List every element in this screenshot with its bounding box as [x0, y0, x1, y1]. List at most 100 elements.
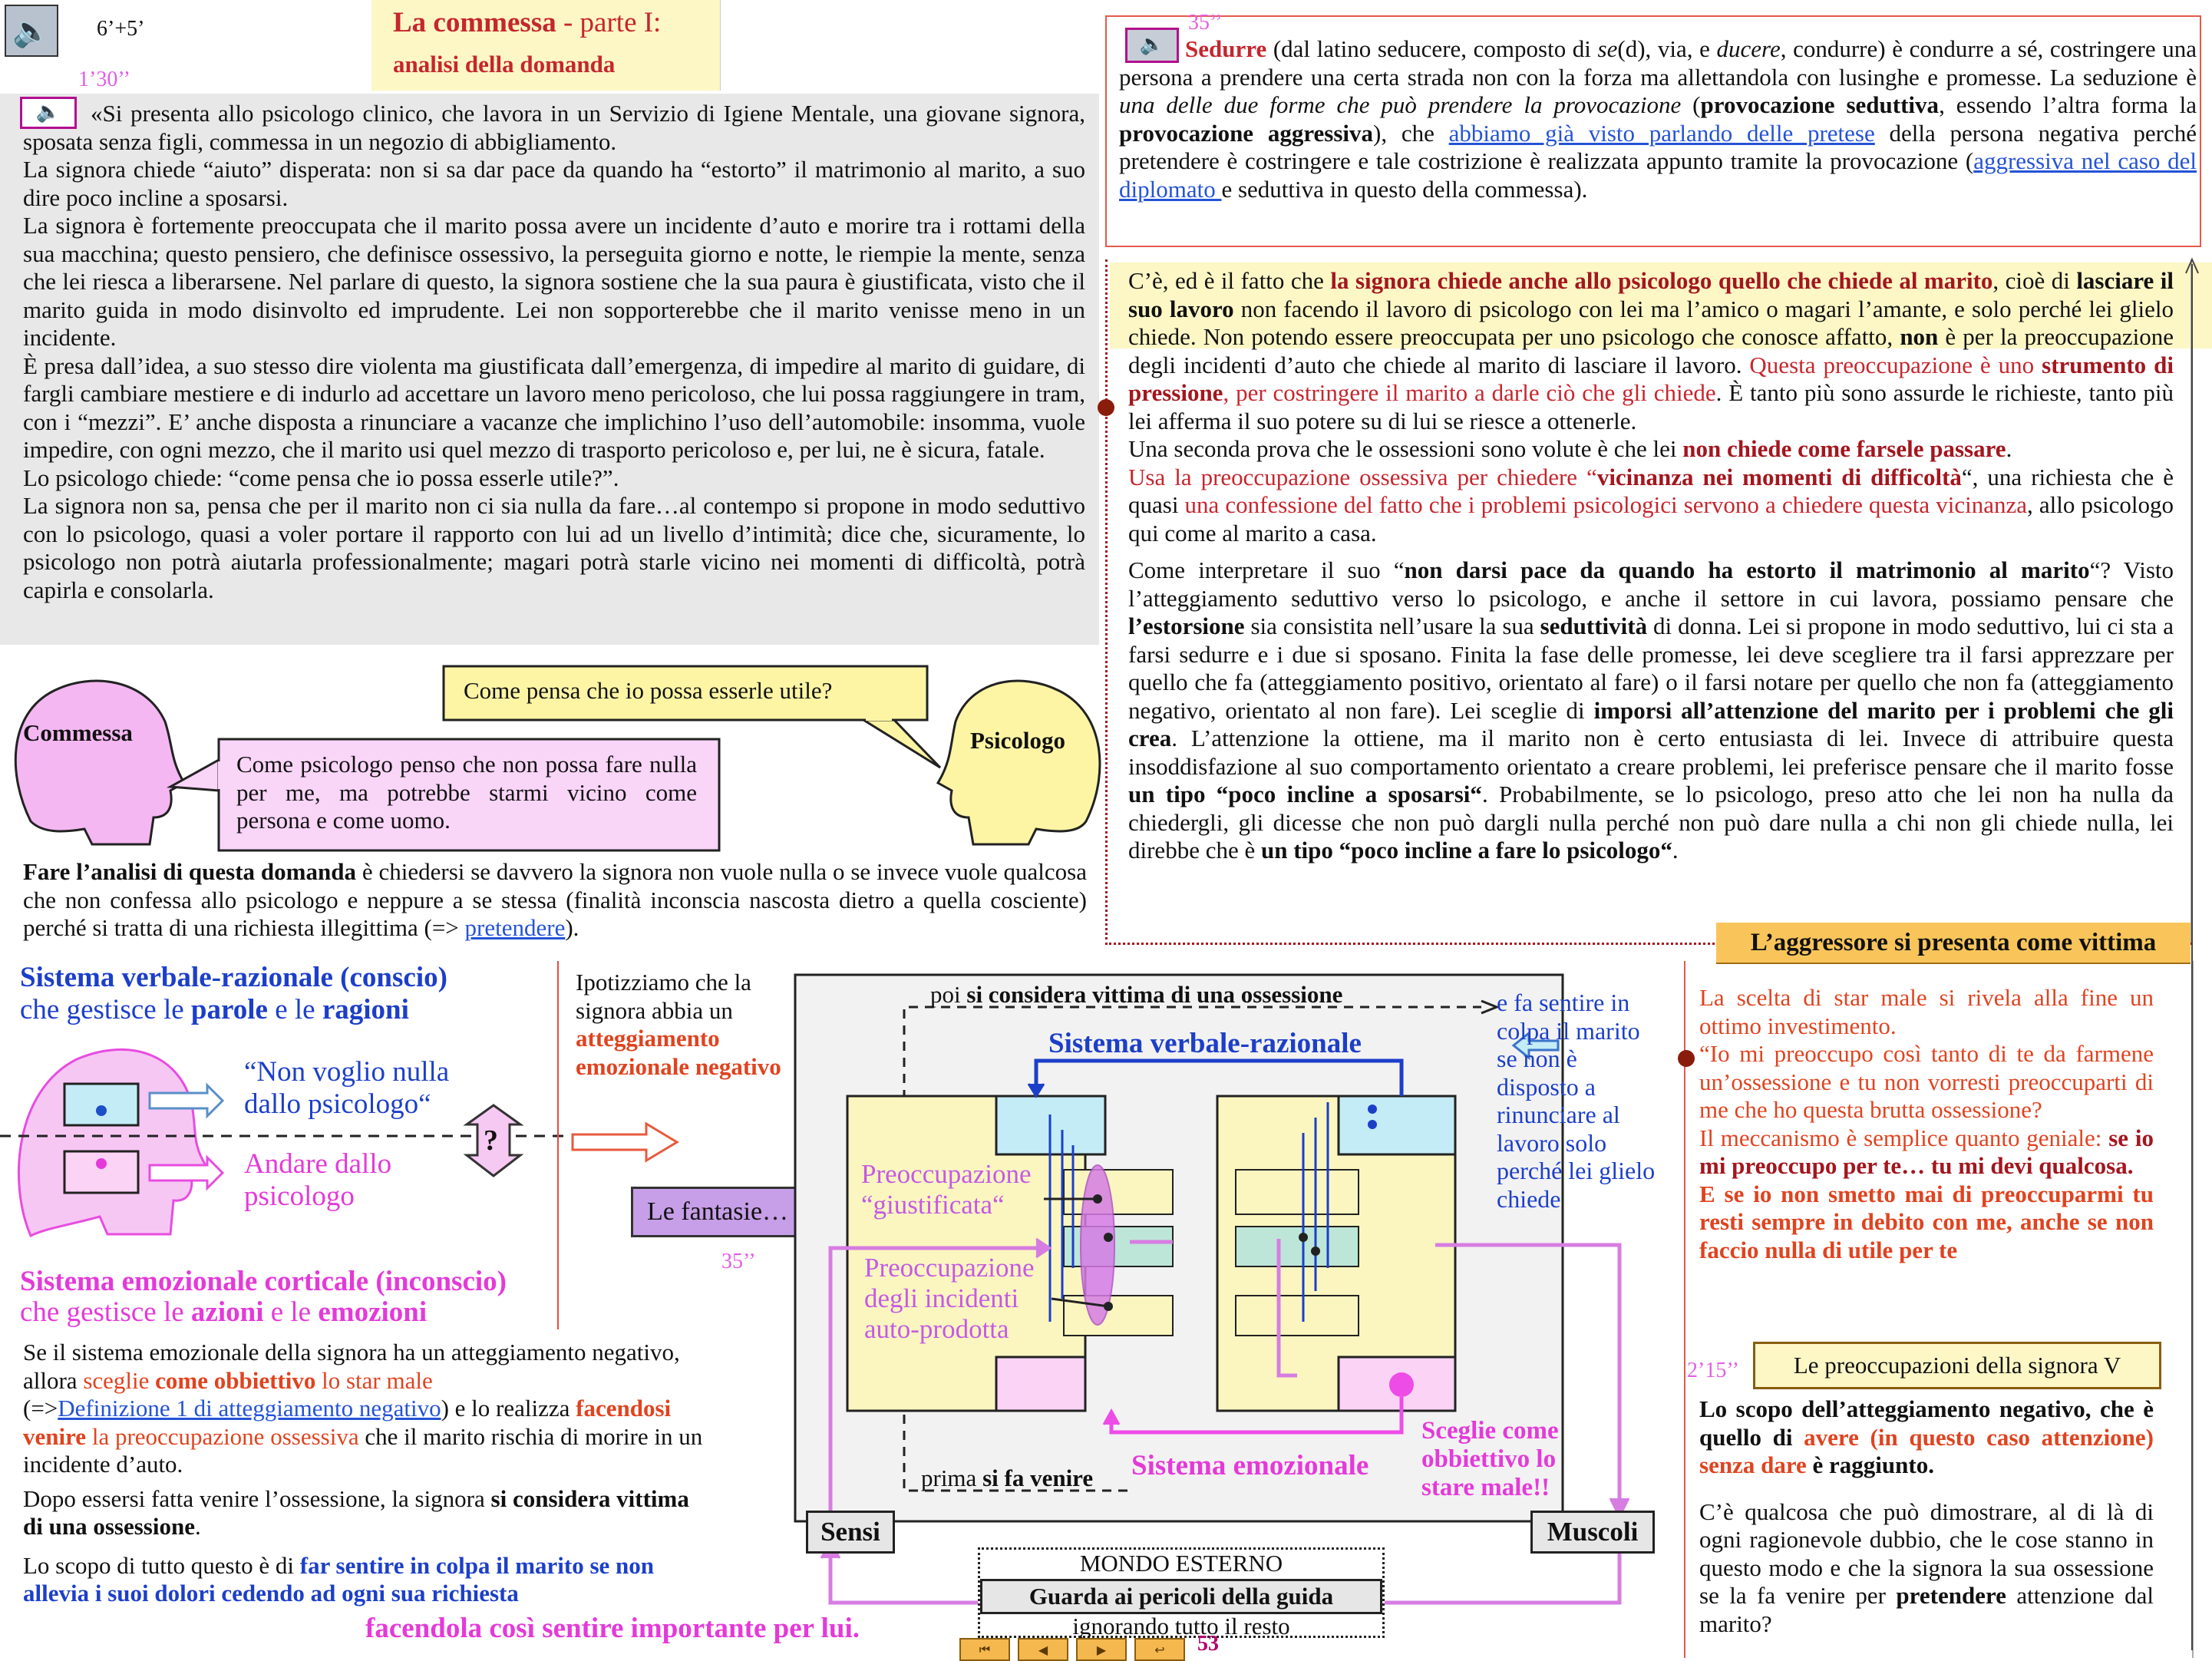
bottom-label-1: prima: [921, 1465, 983, 1491]
sed-se: se: [1597, 35, 1618, 62]
ra-p1-bred: strumento di pressione: [1128, 351, 2174, 407]
sed-t3: , condurre) è condurre a sé, costringere…: [1119, 35, 2197, 91]
analysis-lead: Fare l’analisi di questa domanda: [23, 858, 356, 885]
case-p6: La signora non sa, pensa che per il mari…: [23, 492, 1085, 603]
sed-b1: provocazione seduttiva: [1700, 91, 1940, 118]
ra-p4-b: non darsi pace da quando ha estorto il m…: [1404, 556, 2090, 583]
victim-p1: La scelta di star male si rivela alla fi…: [1699, 984, 2154, 1039]
victim-header: L’aggressore si presenta come vittima: [1716, 923, 2191, 964]
victim-p5a: Lo scopo dell’atteggiamento negativo, ch…: [1699, 1395, 2154, 1451]
mondo-label: MONDO ESTERNO: [1079, 1550, 1283, 1577]
ra-p1-red2: Questa preoccupazione è uno: [1749, 351, 2042, 378]
verbal-sub-1: che gestisce le: [20, 994, 191, 1025]
ra-p1d: è per la preoccupazione degli incidenti …: [1128, 323, 2174, 378]
hypothesis-line: Ipotizziamo che la signora abbia un: [576, 969, 751, 1024]
ra-p4a: Come interpretare il suo “: [1128, 556, 1405, 583]
hypothesis-frame: [557, 961, 559, 1329]
title-main: La commessa: [393, 7, 556, 38]
sed-tail: e seduttiva in questo della commessa).: [1221, 175, 1588, 203]
case-speaker-icon[interactable]: 🔈: [20, 97, 77, 129]
neg-l2-bold: facendosi venire: [23, 1395, 672, 1450]
neg-p3-pink: facendola così sentire importante per lu…: [365, 1613, 860, 1644]
sedurre-word: Sedurre: [1185, 35, 1267, 62]
diplomato-link[interactable]: aggressiva nel caso del diplomato: [1119, 147, 2197, 203]
victim-text: La scelta di star male si rivela alla fi…: [1699, 984, 2154, 1264]
blue-left-arrow-icon: [1511, 1030, 1560, 1061]
commessa-answer: Come psicologo penso che non possa fare …: [236, 751, 697, 834]
ra-p4h: .: [1672, 837, 1679, 864]
neg-p3-bold: far sentire in colpa il marito se non al…: [23, 1551, 655, 1607]
victim-p6a: C’è qualcosa che può dimostrare, al di l…: [1699, 1498, 2154, 1610]
ra-p4c: “? Visto l’atteggiamento seduttivo verso…: [1128, 556, 2174, 612]
analysis-body: è chiedersi se davvero la signora non vu…: [23, 858, 1087, 941]
verbal-sub-bold2: ragioni: [322, 994, 409, 1025]
psicologo-question: Come pensa che io possa esserle utile?: [464, 677, 833, 704]
ra-p3a: “, una richiesta che è quasi: [1128, 463, 2174, 519]
fantasie-button[interactable]: Le fantasie…: [631, 1187, 804, 1237]
muscoli-box: Muscoli: [1530, 1511, 1655, 1554]
victim-p3a: Il meccanismo è semplice quanto geniale:: [1699, 1124, 2109, 1151]
sed-t1: (dal latino seducere, composto di: [1266, 35, 1598, 62]
center-emo-label: Sistema emozionale: [1131, 1450, 1369, 1481]
seduction-speaker-icon[interactable]: 🔈: [1125, 28, 1179, 63]
neg-l1-red2: lo star male: [315, 1366, 433, 1394]
question-mark: ?: [484, 1124, 498, 1157]
sed-ducere: ducere: [1716, 35, 1781, 62]
preocc-auto: Preoccupazione degli incidenti auto-prod…: [864, 1253, 1035, 1344]
right-yellow-highlight: [1110, 263, 2212, 348]
center-top-label: poi si considera vittima di una ossessio…: [930, 981, 1342, 1009]
pretese-link[interactable]: abbiamo già visto parlando delle pretese: [1448, 119, 1875, 147]
victim-p5-red: avere (in questo caso attenzione) senza …: [1699, 1423, 2154, 1479]
sed-mid: , essendo l’altra forma la: [1939, 91, 2197, 118]
case-text-box: [0, 94, 1099, 645]
dialogue-graphic: [14, 665, 1101, 852]
next-preoccupazioni-button[interactable]: Le preoccupazioni della signora V: [1753, 1342, 2161, 1389]
ra-p3-bred: vicinanza nei momenti di difficoltà: [1596, 463, 1962, 490]
commessa-label: Commessa: [23, 719, 133, 746]
victim-p2: “Io mi preoccupo così tanto di te da far…: [1699, 1040, 2154, 1123]
top-label-bold: si considera vittima di una ossessione: [966, 981, 1343, 1008]
ra-p4-bold2: seduttività: [1540, 613, 1648, 639]
emo-system-title: Sistema emozionale corticale (inconscio): [20, 1266, 507, 1297]
bottom-label-bold: si fa venire: [982, 1465, 1094, 1491]
title-part: - parte I:: [556, 7, 662, 38]
seduction-timing: 35’’: [1188, 11, 1223, 35]
case-p2: La signora chiede “aiuto” disperata: non…: [23, 156, 1085, 211]
emo-sub-2: e le: [263, 1296, 319, 1328]
victim-p6b: pretendere: [1896, 1582, 2006, 1609]
head-diagram: [0, 1048, 568, 1238]
sed-b2: provocazione aggressiva: [1119, 119, 1374, 147]
pretendere-link[interactable]: pretendere: [464, 914, 566, 941]
sensi-box: Sensi: [806, 1511, 895, 1554]
case-text: «Si presenta allo psicologo clinico, che…: [23, 100, 1085, 604]
case-p3: La signora è fortemente preoccupata che …: [23, 212, 1085, 351]
victim-p5b: è raggiunto.: [1806, 1451, 1934, 1478]
ra-p4-bold3: imporsi all’attenzione del marito per i …: [1128, 696, 2174, 752]
victim-bullet-dot: [1678, 1050, 1695, 1067]
ra-p4-bold5: un tipo “poco incline a fare lo psicolog…: [1260, 837, 1672, 864]
ra-p4e: di donna. Lei si propone in modo sedutti…: [1128, 613, 2174, 724]
ra-p4-bold1: l’estorsione: [1128, 613, 1245, 639]
timing-sub-label: 1’30’’: [78, 68, 130, 91]
verbal-system-title: Sistema verbale-razionale (conscio): [20, 962, 447, 993]
seduction-box: [1105, 15, 2201, 247]
emo-sub-bold2: emozioni: [318, 1296, 428, 1328]
sceglie-label: Sceglie come obbiettivo lo stare male!!: [1421, 1417, 1559, 1501]
ra-p2-bred: non chiede come farsele passare: [1682, 435, 2006, 462]
ra-p4-bold4: un tipo “poco incline a sposarsi“: [1128, 781, 1482, 807]
seduction-text: Sedurre (dal latino seducere, composto d…: [1119, 35, 2197, 203]
case-p4: È presa dall’idea, a suo stesso dire vio…: [23, 352, 1085, 464]
definizione-link[interactable]: Definizione 1 di atteggiamento negativo: [58, 1395, 441, 1422]
mondo-esterno-box: MONDO ESTERNO Guarda ai pericoli della g…: [978, 1547, 1385, 1640]
neg-l1: Se il sistema emozionale della signora h…: [23, 1339, 680, 1394]
speaker-icon[interactable]: 🔈: [5, 5, 58, 57]
timing-label: 6’+5’: [97, 17, 145, 41]
side-note: e fa sentire in colpa il marito se non è…: [1497, 989, 1656, 1213]
center-verbal-label: Sistema verbale-razionale: [1048, 1028, 1362, 1059]
timing-35-left: 35’’: [721, 1250, 756, 1273]
neg-l2-end: che il marito rischia di morire in un in…: [23, 1422, 703, 1478]
sed-t2: (d), via, e: [1617, 35, 1717, 62]
ignorando-label: ignorando tutto il resto: [1072, 1613, 1290, 1640]
emo-sub-1: che gestisce le: [20, 1296, 191, 1328]
ra-p1e: . È tanto più sono assurde le richieste,…: [1128, 379, 2174, 434]
